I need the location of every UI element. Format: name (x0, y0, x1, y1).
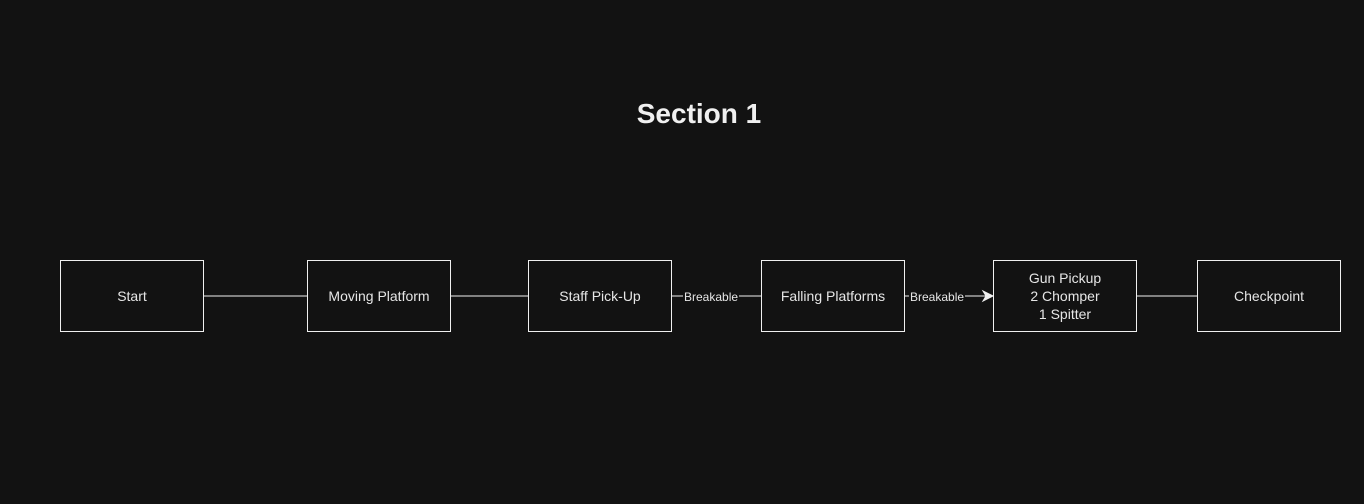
node-falling-platforms[interactable]: Falling Platforms (761, 260, 905, 332)
node-moving-platform[interactable]: Moving Platform (307, 260, 451, 332)
diagram-title: Section 1 (636, 98, 762, 129)
node-checkpoint[interactable]: Checkpoint (1197, 260, 1341, 332)
node-start[interactable]: Start (60, 260, 204, 332)
edge-label-breakable-2: Breakable (909, 289, 966, 305)
edge-label-breakable-1: Breakable (683, 289, 740, 305)
arrowhead (981, 289, 995, 303)
node-gun-pickup[interactable]: Gun Pickup 2 Chomper 1 Spitter (993, 260, 1137, 332)
node-staff-pickup[interactable]: Staff Pick-Up (528, 260, 672, 332)
